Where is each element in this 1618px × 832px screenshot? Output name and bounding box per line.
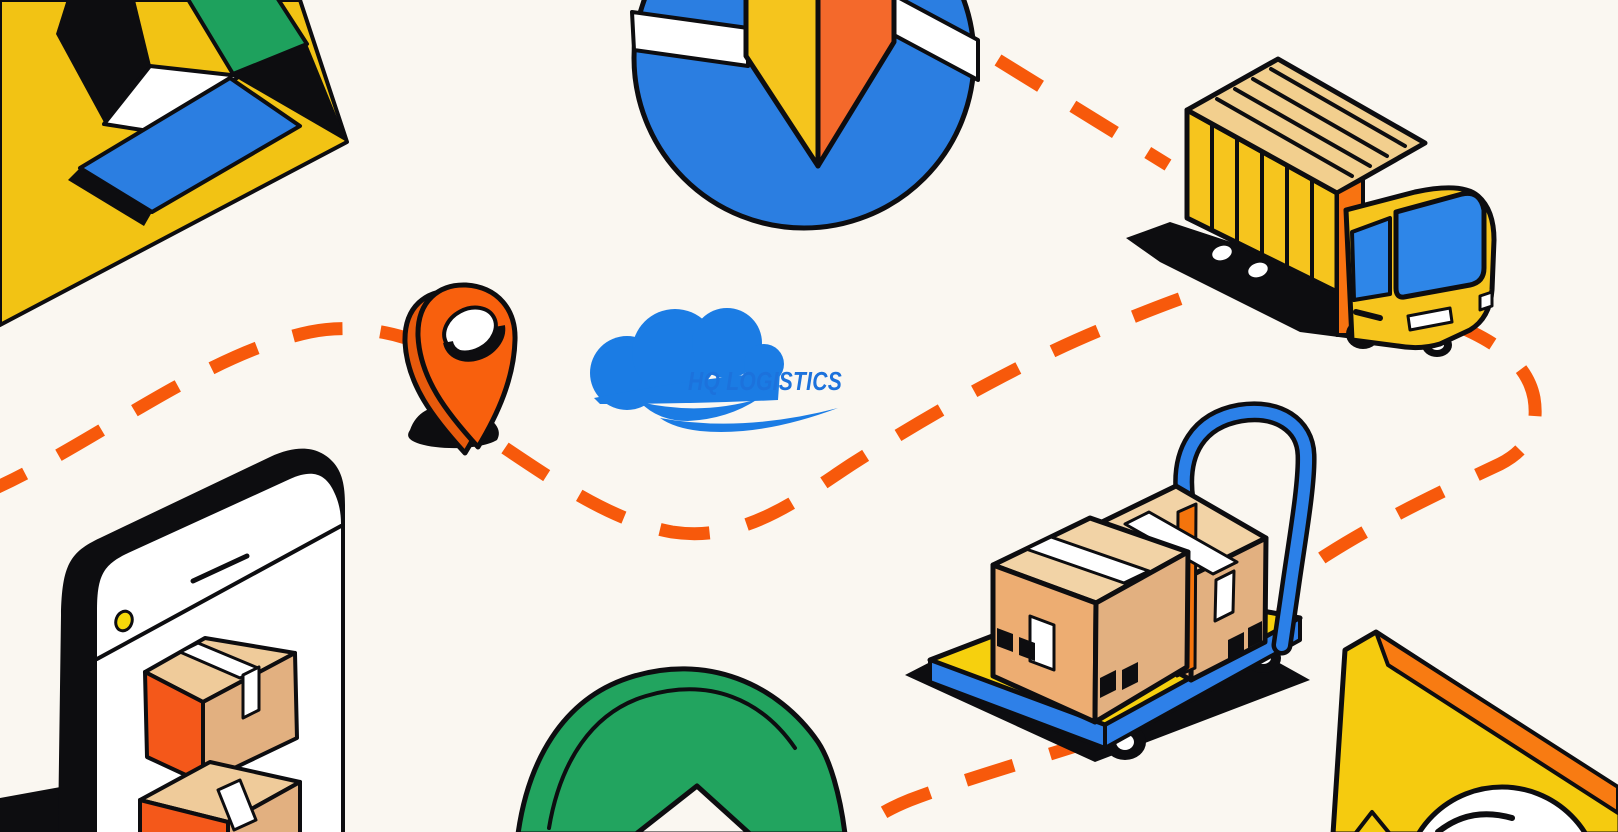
route-segment-center [501,281,1214,541]
truck-door-handle [1353,309,1383,321]
green-arc-inner-line [547,687,797,830]
phone-screen-divider [95,524,343,661]
truck-windshield [1393,190,1487,300]
phone-parcel-1 [143,636,299,785]
phone-speaker-icon [190,553,250,584]
brand-name-text: HQ LOGISTICS [688,366,842,396]
location-pin-icon [402,282,518,456]
logo-wave-1 [640,399,758,421]
smartphone-with-parcels [0,448,345,832]
hq-logistics-logo: HQ LOGISTICS [590,308,842,433]
download-arrow-right [815,0,897,169]
phone-camera-icon [114,609,134,633]
signboard-corner [1330,629,1618,832]
brand-emblem-icon [56,0,347,226]
cart-handle [1177,405,1313,651]
signboard-edge-band [1374,630,1618,815]
logo-wave-2 [660,408,838,433]
route-segment-west [0,322,442,494]
green-arc-band [515,666,848,832]
platform-cart-with-parcels [905,401,1317,762]
truck-side-window [1350,216,1392,302]
download-icon [630,0,980,231]
truck-cargo-top [1184,56,1428,196]
phone-parcel-2 [138,760,302,832]
cart-parcel-left [990,515,1191,725]
delivery-truck [1126,56,1497,357]
cloud-icon [590,308,838,433]
truck-headlight [1406,306,1454,332]
brand-panel [0,0,349,327]
green-arc [515,666,848,832]
route-segment-circle-truck [994,54,1172,171]
